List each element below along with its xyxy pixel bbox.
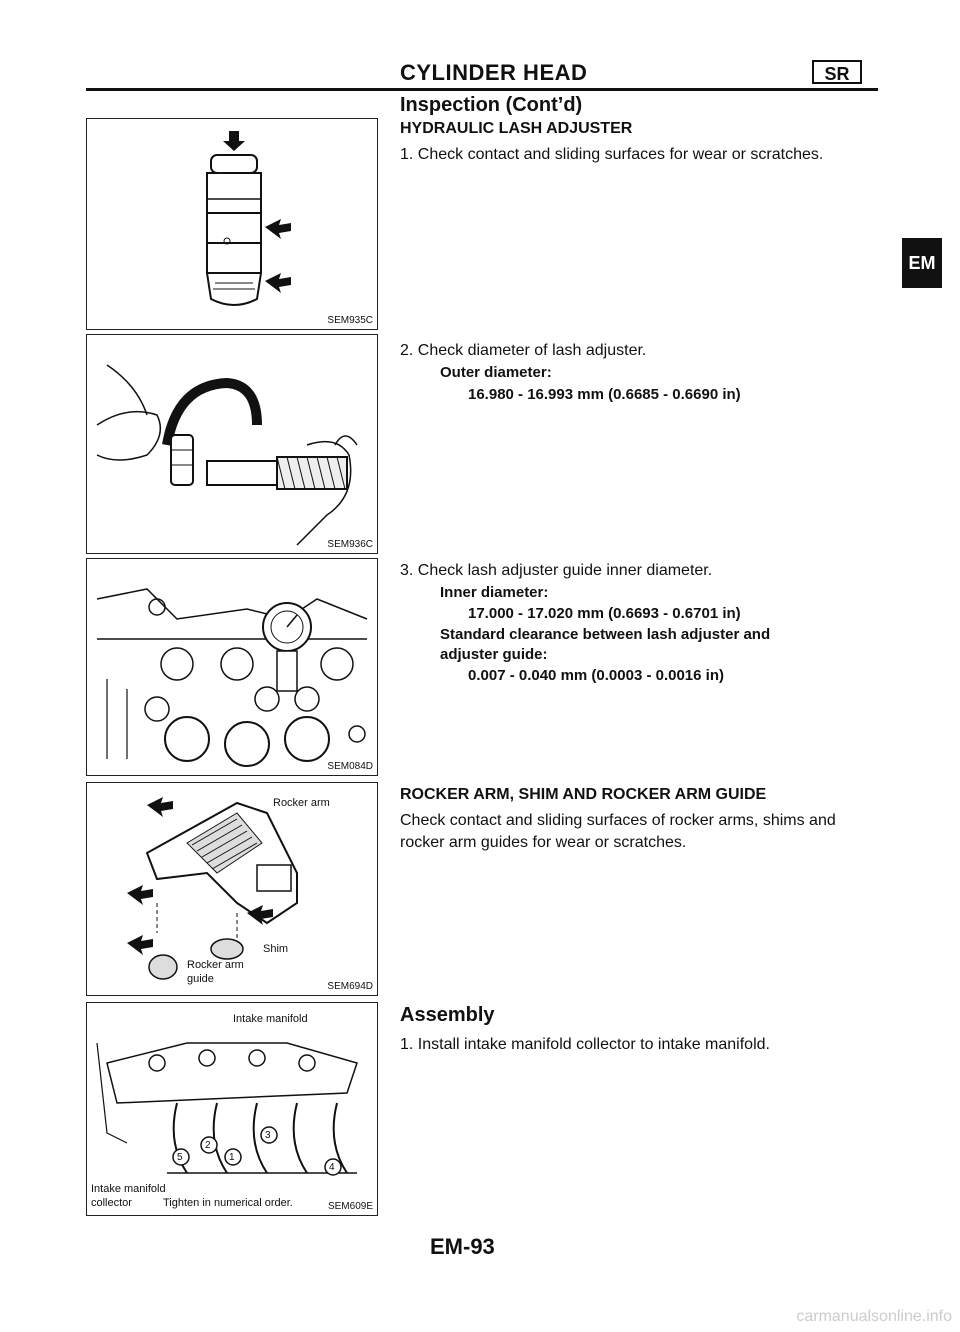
outer-diameter-value: 16.980 - 16.993 mm (0.6685 - 0.6690 in) [468, 386, 741, 403]
label-tighten-note: Tighten in numerical order. [163, 1197, 293, 1209]
model-badge: SR [812, 60, 862, 84]
rocker-line-1: Check contact and sliding surfaces of ro… [400, 812, 836, 829]
bolt-number-4: 4 [329, 1162, 335, 1173]
micrometer-drawing [96, 364, 358, 546]
rocker-arm-title: ROCKER ARM, SHIM AND ROCKER ARM GUIDE [400, 786, 767, 803]
lash-step-2: 2. Check diameter of lash adjuster. [400, 342, 647, 359]
label-collector-2: collector [91, 1197, 132, 1209]
bolt-number-3: 3 [265, 1130, 271, 1141]
rocker-arm-drawing [127, 797, 298, 980]
assembly-step-1: 1. Install intake manifold collector to … [400, 1036, 770, 1053]
bolt-number-5: 5 [177, 1152, 183, 1163]
bolt-number-1: 1 [229, 1152, 235, 1163]
section-title: Inspection (Cont’d) [400, 94, 583, 116]
cylinder-head-drawing [96, 588, 368, 767]
intake-manifold-drawing [96, 1042, 358, 1176]
label-guide-1: Rocker arm [187, 959, 244, 971]
lash-adjuster-title: HYDRAULIC LASH ADJUSTER [400, 120, 633, 137]
figure-code: SEM935C [327, 315, 373, 326]
page-header-title: CYLINDER HEAD [400, 60, 588, 85]
lash-step-3: 3. Check lash adjuster guide inner diame… [400, 562, 713, 579]
header-rule [86, 88, 878, 91]
watermark: carmanualsonline.info [796, 1308, 952, 1325]
outer-diameter-label: Outer diameter: [440, 364, 552, 381]
bolt-number-2: 2 [205, 1140, 211, 1151]
clearance-value: 0.007 - 0.040 mm (0.0003 - 0.0016 in) [468, 667, 724, 684]
label-collector-1: Intake manifold [91, 1183, 166, 1195]
inner-diameter-label: Inner diameter: [440, 584, 549, 601]
figure-intake-manifold: Intake manifold 2 1 3 4 5 Intake manifol… [86, 1002, 378, 1216]
figure-code: SEM609E [327, 1201, 373, 1212]
inner-diameter-value: 17.000 - 17.020 mm (0.6693 - 0.6701 in) [468, 605, 741, 622]
figure-lash-adjuster: SEM935C [86, 118, 378, 330]
label-guide-2: guide [187, 973, 214, 985]
label-rocker-arm: Rocker arm [273, 797, 330, 809]
clearance-label-1: Standard clearance between lash adjuster… [440, 626, 771, 643]
figure-code: SEM936C [327, 539, 373, 550]
lash-step-1: 1. Check contact and sliding surfaces fo… [400, 146, 824, 163]
label-intake-manifold: Intake manifold [233, 1013, 308, 1025]
section-tab[interactable]: EM [902, 238, 942, 288]
label-shim: Shim [263, 943, 289, 955]
assembly-title: Assembly [400, 1004, 495, 1026]
lash-adjuster-drawing [206, 131, 291, 306]
figure-code: SEM084D [327, 761, 373, 772]
clearance-label-2: adjuster guide: [440, 646, 548, 663]
figure-bore-gauge: SEM084D [86, 558, 378, 776]
figure-rocker-arm: Rocker arm Shim Rocker arm guide SEM694D [86, 782, 378, 996]
rocker-line-2: rocker arm guides for wear or scratches. [400, 834, 687, 851]
figure-micrometer: SEM936C [86, 334, 378, 554]
figure-code: SEM694D [327, 981, 373, 992]
page-number: EM-93 [430, 1234, 495, 1259]
